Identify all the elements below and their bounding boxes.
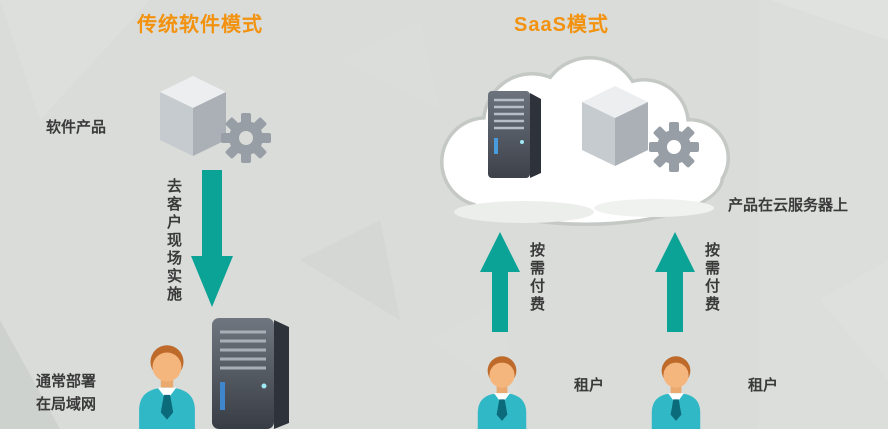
software-product-icon [160,76,271,163]
down-arrow-icon [191,170,233,307]
customer-avatar-icon [139,345,195,429]
pay-per-use-label: 按需付费 [528,242,545,314]
cloud-cube-icon [582,86,648,166]
cloud-icon [440,56,730,226]
up-arrow-icon [480,232,520,332]
pay-per-use-label: 按需付费 [703,242,720,314]
tenant-label: 租户 [748,377,779,394]
software-product-label: 软件产品 [46,119,107,136]
tenant-avatar-icon [477,356,527,429]
up-arrow-icon [655,232,695,332]
cube-icon [160,76,226,156]
onsite-implementation-label: 去客户现场实施 [165,178,182,304]
saas-model-title: SaaS模式 [514,14,609,36]
cloud-product-label: 产品在云服务器上 [728,197,849,214]
lan-deployment-label: 通常部署 在局域网 [36,373,97,414]
cloud-server-icon [488,91,541,178]
tenant-avatar-icon [651,356,701,429]
cloud-gear-icon [649,122,699,172]
gear-icon [221,113,271,163]
tenant-label: 租户 [574,377,605,394]
onpremise-server-icon [212,318,289,429]
traditional-model-title: 传统软件模式 [137,14,263,36]
